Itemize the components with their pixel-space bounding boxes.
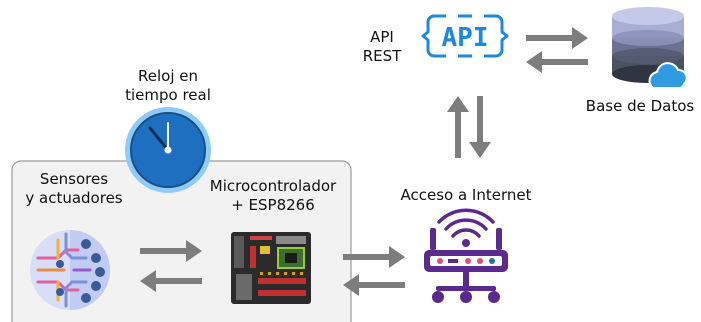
sensors-icon bbox=[30, 230, 110, 310]
database-cloud-icon bbox=[612, 7, 688, 89]
wifi-router-icon bbox=[424, 208, 508, 303]
sensors-label-line1: Sensores bbox=[39, 170, 109, 188]
clock-label-line1: Reloj en bbox=[138, 67, 198, 85]
microcontroller-board-icon bbox=[231, 232, 311, 304]
clock-icon bbox=[125, 107, 211, 193]
api-badge-text: API bbox=[442, 23, 489, 53]
api-rest-label: API REST bbox=[357, 28, 407, 66]
sensors-label: Sensores y actuadores bbox=[14, 170, 134, 208]
api-db-arrows bbox=[526, 27, 588, 73]
database-label: Base de Datos bbox=[585, 97, 695, 115]
sensors-label-line2: y actuadores bbox=[25, 189, 123, 207]
internet-label: Acceso a Internet bbox=[400, 186, 532, 204]
mcu-label: Microcontrolador + ESP8266 bbox=[198, 177, 348, 215]
sensors-mcu-arrows bbox=[140, 240, 202, 292]
api-label-line2: REST bbox=[362, 47, 402, 65]
mcu-label-line1: Microcontrolador bbox=[209, 177, 337, 195]
api-label-line1: API bbox=[370, 28, 394, 46]
api-internet-arrows bbox=[447, 96, 491, 158]
clock-label-line2: tiempo real bbox=[125, 86, 211, 104]
mcu-label-line2: + ESP8266 bbox=[231, 196, 315, 214]
mcu-internet-arrows bbox=[343, 246, 405, 296]
clock-label: Reloj en tiempo real bbox=[108, 67, 228, 105]
api-icon: API bbox=[421, 14, 509, 58]
